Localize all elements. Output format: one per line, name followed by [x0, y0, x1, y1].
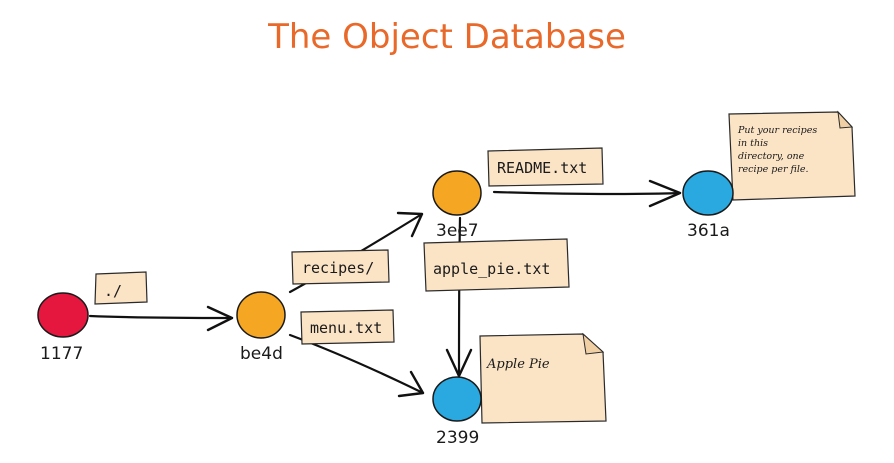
- edge-3ee7-361a: [492, 190, 682, 196]
- node-2399: 2399: [432, 376, 482, 448]
- edge-labels: ./ recipes/ menu.txt README.txt apple_pi…: [94, 147, 604, 345]
- label-box-readme: README.txt: [487, 147, 604, 187]
- arrowhead-361a-from-3ee7: [648, 179, 682, 208]
- note-readme-line-2: in this: [738, 138, 768, 149]
- note-apple-pie: Apple Pie: [479, 332, 607, 424]
- note-readme: Put your recipes in this directory, one …: [728, 110, 856, 201]
- node-id-2399: 2399: [436, 428, 479, 448]
- arrowhead-2399-from-3ee7: [445, 348, 473, 378]
- note-apple-pie-text: Apple Pie: [486, 357, 550, 372]
- edge-3ee7-2399: [457, 216, 462, 378]
- edge-label-recipes: recipes/: [302, 259, 374, 277]
- note-readme-line-3: directory, one: [738, 151, 805, 162]
- node-id-be4d: be4d: [240, 344, 283, 364]
- node-1177: 1177: [37, 292, 89, 364]
- note-readme-line-4: recipe per file.: [738, 164, 809, 175]
- node-be4d: be4d: [236, 291, 286, 364]
- tree-node-icon: [236, 291, 286, 339]
- edge-1177-be4d: [88, 314, 234, 320]
- label-box-recipes: recipes/: [291, 249, 390, 285]
- label-box-menu: menu.txt: [300, 309, 395, 345]
- node-361a: 361a: [682, 170, 734, 241]
- edge-label-menu: menu.txt: [310, 319, 382, 337]
- node-id-1177: 1177: [40, 344, 83, 364]
- node-id-361a: 361a: [687, 221, 730, 241]
- arrowhead-2399-from-be4d: [397, 370, 425, 398]
- arrowhead-3ee7-from-be4d: [396, 211, 424, 238]
- note-readme-line-1: Put your recipes: [737, 125, 817, 136]
- edge-label-apple-pie: apple_pie.txt: [433, 260, 550, 278]
- blob-node-icon: [432, 376, 482, 422]
- blob-node-icon: [682, 170, 734, 216]
- commit-node-icon: [37, 292, 89, 338]
- edge-label-root: ./: [104, 282, 122, 300]
- node-id-3ee7: 3ee7: [436, 221, 479, 241]
- arrowhead-be4d-from-1177: [206, 305, 234, 332]
- edge-label-readme: README.txt: [497, 159, 587, 177]
- label-box-root: ./: [94, 271, 148, 305]
- node-3ee7: 3ee7: [432, 170, 482, 241]
- label-box-apple-pie: apple_pie.txt: [423, 238, 570, 292]
- tree-node-icon: [432, 170, 482, 216]
- nodes: 1177 be4d 3ee7 361a 2399: [37, 170, 734, 448]
- page-title: The Object Database: [267, 17, 626, 57]
